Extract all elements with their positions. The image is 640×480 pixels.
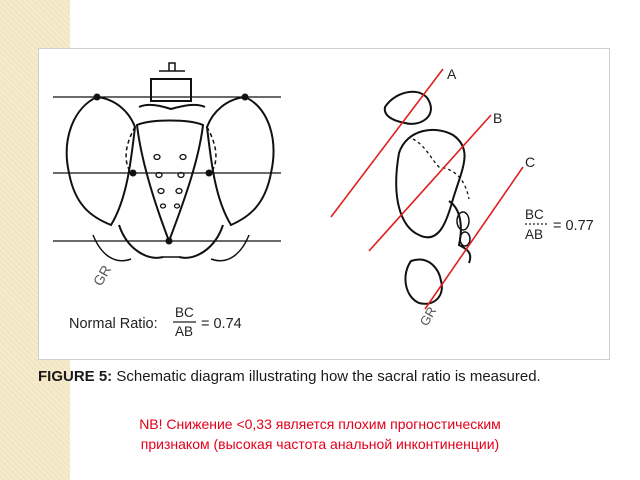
obturator-outline: [92, 234, 250, 262]
sacral-foramina: [153, 153, 187, 209]
ap-measurement-points: [93, 93, 249, 245]
clinical-note: NB! Снижение <0,33 является плохим прогн…: [60, 414, 580, 454]
l5-vertebra: [150, 78, 192, 102]
line-c: [424, 166, 524, 310]
caption-prefix: FIGURE 5:: [38, 368, 113, 385]
caption-text: Schematic diagram illustrating how the s…: [112, 368, 541, 385]
left-denominator: AB: [175, 324, 193, 339]
sacrum-lateral-body: [395, 128, 466, 239]
lateral-gr-label: GR: [417, 304, 440, 328]
normal-ratio-label: Normal Ratio:: [69, 316, 158, 332]
right-ilium: [205, 95, 275, 227]
right-numerator: BC: [525, 207, 544, 222]
note-line-1: NB! Снижение <0,33 является плохим прогн…: [139, 416, 501, 432]
lumbar-sacral-joint: [138, 103, 206, 111]
lateral-sacrum-view: [383, 91, 472, 305]
figure-caption: FIGURE 5: Schematic diagram illustrating…: [38, 368, 608, 385]
left-ilium: [65, 95, 137, 227]
ap-gr-label: GR: [90, 262, 114, 288]
line-b: [368, 114, 492, 252]
sacral-ratio-diagram: GR Normal Ratio: BC AB = 0.74 A B C GR B…: [53, 62, 594, 339]
label-b: B: [493, 110, 502, 126]
left-numerator: BC: [175, 305, 194, 320]
figure-panel: GR Normal Ratio: BC AB = 0.74 A B C GR B…: [38, 48, 610, 360]
l5-lateral-body: [383, 91, 432, 125]
line-a: [330, 68, 444, 218]
label-a: A: [447, 66, 457, 82]
ap-pelvis-view: [53, 62, 281, 262]
label-c: C: [525, 154, 535, 170]
ischium-lateral: [404, 258, 443, 305]
sacral-measure-lines: [330, 68, 524, 310]
pubic-rami: [118, 224, 224, 259]
sacrum: [135, 119, 205, 244]
sacroiliac-joints: [125, 126, 217, 174]
note-line-2: признаком (высокая частота анальной инко…: [140, 436, 500, 452]
right-ratio-value: = 0.77: [553, 218, 594, 234]
sacral-canal: [412, 138, 470, 200]
coccyx-segments: [448, 200, 472, 264]
spinous-process: [159, 62, 185, 72]
right-denominator: AB: [525, 227, 543, 242]
left-ratio-value: = 0.74: [201, 316, 242, 332]
